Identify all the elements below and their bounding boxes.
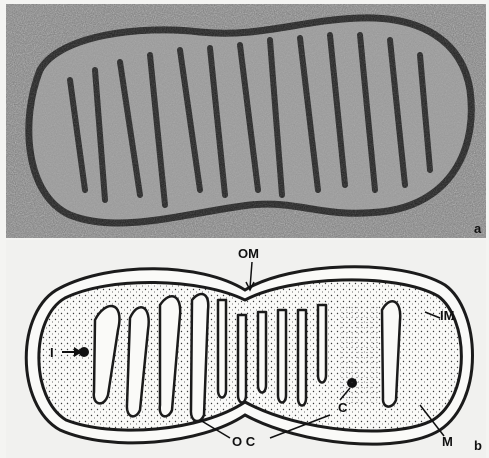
label-im: IM <box>440 308 454 323</box>
panel-b-diagram: OM IM I C O C M b <box>6 240 486 458</box>
panel-a-micrograph: a <box>6 4 486 238</box>
intermembrane-stipple <box>340 303 380 406</box>
panel-b-letter: b <box>474 438 482 453</box>
label-i: I <box>50 345 54 360</box>
panel-a-letter: a <box>474 221 482 236</box>
label-oc: O C <box>232 434 256 449</box>
label-c: C <box>338 400 348 415</box>
label-om: OM <box>238 246 259 261</box>
